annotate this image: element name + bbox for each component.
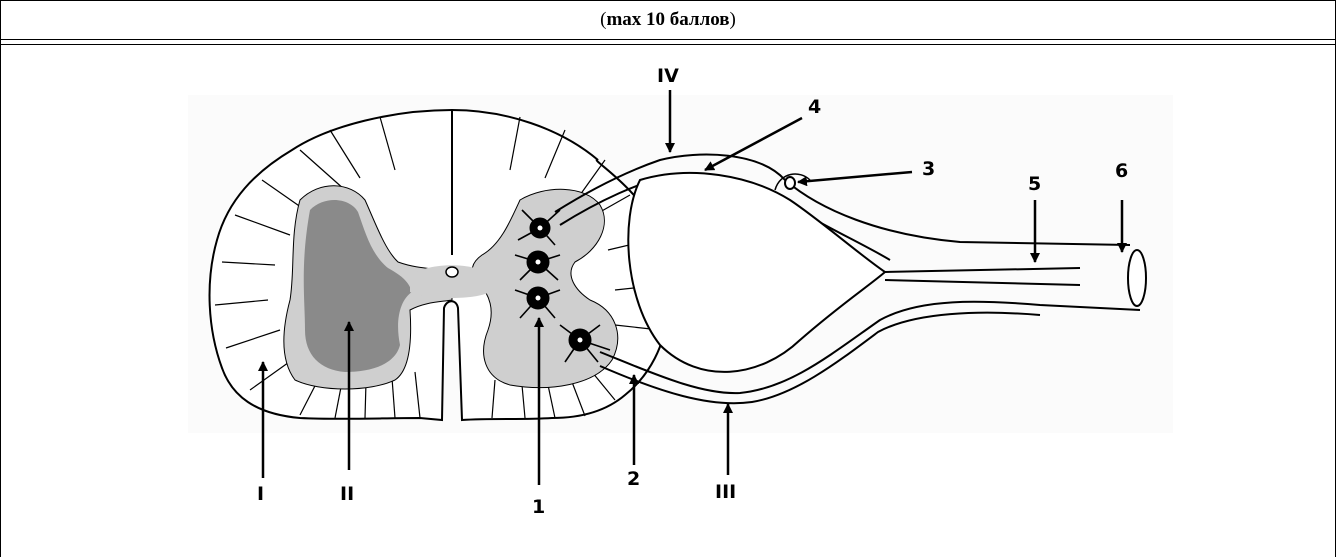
label-II: II	[340, 483, 354, 505]
label-6: 6	[1115, 160, 1128, 182]
nerve-cut-end	[1128, 250, 1146, 306]
label-1: 1	[532, 496, 545, 518]
label-4: 4	[808, 96, 821, 118]
label-III: III	[715, 481, 736, 503]
label-I: I	[257, 483, 264, 505]
label-2: 2	[627, 468, 640, 490]
label-5: 5	[1028, 173, 1041, 195]
dorsal-root-ganglion	[785, 177, 795, 189]
label-IV: IV	[657, 65, 679, 87]
central-canal	[446, 267, 458, 277]
label-3: 3	[922, 158, 935, 180]
